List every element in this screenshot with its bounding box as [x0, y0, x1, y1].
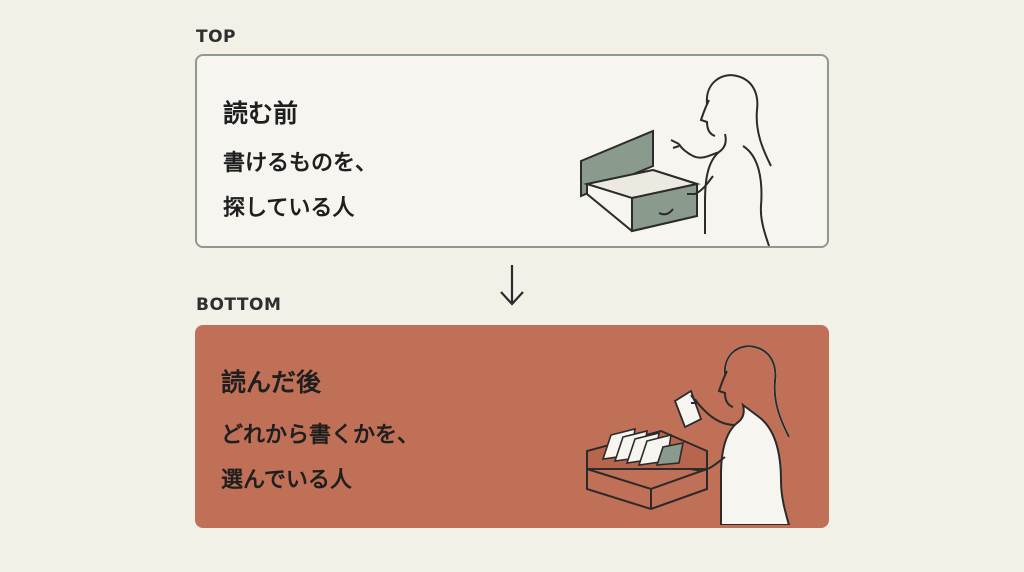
top-panel-text: 書けるものを、 探している人 [223, 141, 377, 231]
top-section-label: TOP [196, 27, 237, 47]
bottom-section-label: BOTTOM [196, 295, 282, 315]
top-panel-line-2: 探している人 [223, 196, 355, 221]
person-opening-drawer-icon [580, 74, 772, 246]
person-selecting-cards-icon [586, 345, 791, 525]
bottom-panel: 読んだ後 どれから書くかを、 選んでいる人 [195, 325, 829, 528]
bottom-panel-line-2: 選んでいる人 [221, 468, 352, 493]
bottom-panel-title: 読んだ後 [221, 368, 322, 397]
top-panel-line-1: 書けるものを、 [223, 151, 378, 176]
bottom-panel-line-1: どれから書くかを、 [221, 423, 420, 448]
bottom-panel-text: どれから書くかを、 選んでいる人 [221, 413, 419, 503]
down-arrow-icon [500, 265, 524, 306]
top-panel-title: 読む前 [223, 99, 299, 128]
top-panel: 読む前 書けるものを、 探している人 [195, 54, 829, 248]
